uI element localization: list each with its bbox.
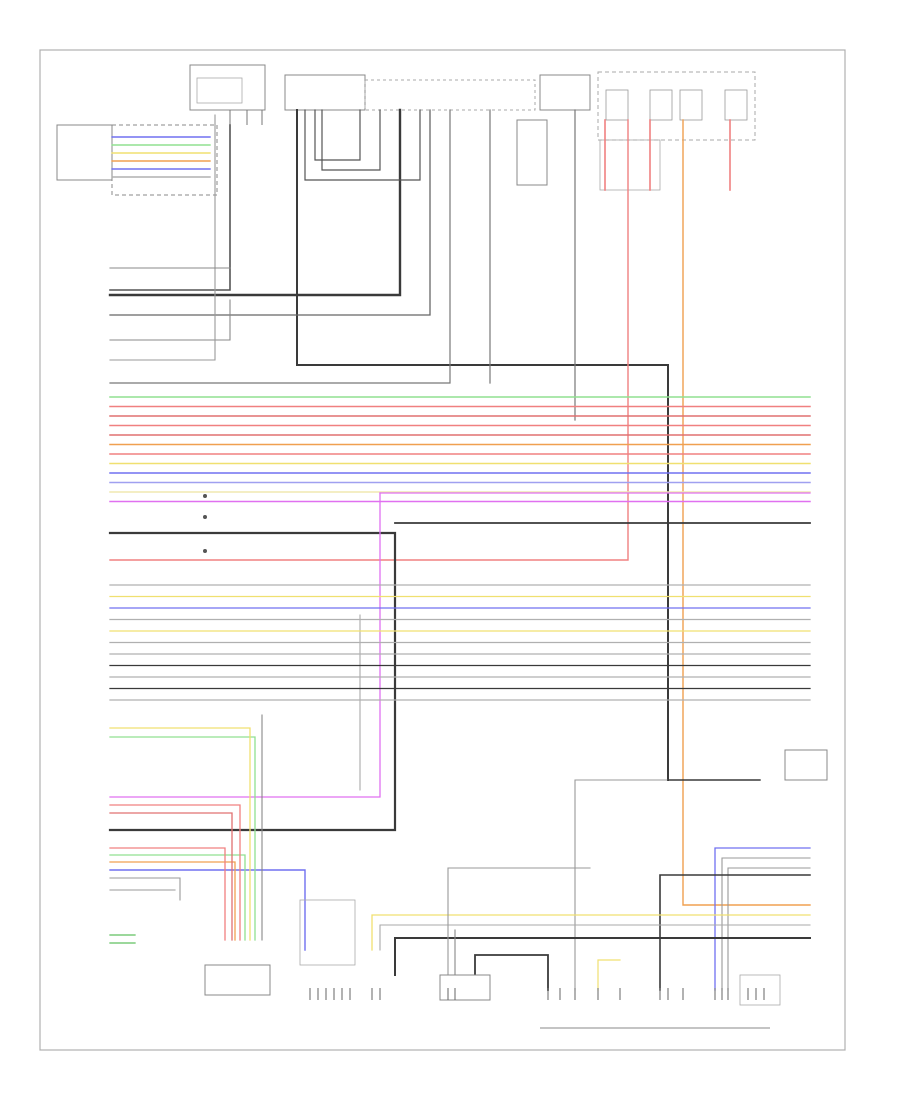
bundle-yellow (109, 727, 251, 941)
bus-drop-black (108, 531, 397, 832)
right-lower-switch (784, 749, 828, 781)
bundle-gray (109, 877, 181, 901)
black-feed-5 (321, 109, 381, 171)
top-relay-tail (516, 119, 548, 186)
bundle-orange (109, 861, 236, 941)
top-right-relay-frame (597, 71, 756, 141)
left-control-module (56, 124, 218, 196)
mid-wire-black (474, 954, 549, 991)
lower-horizontal-bus (109, 584, 811, 701)
relay-contact-3 (679, 89, 703, 121)
right-wire-gray-low (379, 924, 811, 951)
splice-dot-2 (203, 515, 207, 519)
top-right-relay-group (597, 71, 756, 191)
right-wire-black-low (659, 874, 811, 991)
black-feed-3 (296, 109, 669, 781)
bottom-right-group (540, 974, 781, 1029)
black-feed-8 (109, 299, 231, 341)
top-junction-box (284, 74, 536, 111)
black-feed-6 (304, 109, 421, 181)
right-lower-switch-box (784, 749, 828, 781)
left-control-module-box (56, 124, 113, 181)
black-feed-7 (109, 109, 431, 316)
right-wire-black-bottom (394, 937, 811, 976)
right-wire-gray-3 (574, 779, 761, 991)
black-feed-11 (109, 114, 216, 361)
black-feed-9 (109, 109, 451, 384)
main-horizontal-bus (109, 396, 811, 503)
splice-notes (203, 494, 207, 553)
bundle-red-low (109, 812, 233, 941)
top-fuse-box-outline (189, 64, 266, 111)
relay-contact-1 (605, 89, 629, 121)
right-wire-yellow-low (371, 914, 811, 951)
mid-wire-yellow (597, 959, 621, 991)
relay-pair-bracket (599, 139, 661, 191)
bundle-green (109, 854, 246, 941)
top-fuse-box-inner (196, 77, 243, 104)
top-relay (516, 74, 591, 186)
black-feed-4 (314, 109, 361, 161)
bus-drop-violet (109, 492, 381, 798)
right-wire-gray-2 (727, 867, 811, 991)
bottom-right-connector-box (739, 974, 781, 1006)
bundle-green-2 (109, 736, 256, 941)
bottom-left-module-box (204, 964, 271, 996)
splice-dot-1 (203, 494, 207, 498)
relay-contact-2 (649, 89, 673, 121)
wire-layer (108, 108, 811, 991)
diagram-border (39, 49, 846, 1051)
right-wire-blue (714, 847, 811, 991)
relay-contact-4 (724, 89, 748, 121)
splice-dot-3 (203, 549, 207, 553)
bundle-pink-low (109, 804, 241, 941)
top-relay-box (539, 74, 591, 111)
black-feed-2 (109, 124, 231, 291)
left-connector-bus (111, 136, 211, 178)
relay-drop-orange (682, 119, 811, 906)
bundle-red (109, 847, 226, 941)
top-junction-box-outline (284, 74, 366, 111)
right-wire-gray-1 (721, 857, 811, 991)
top-connector-strip (364, 79, 536, 111)
relay-drop-pink (109, 119, 629, 561)
left-control-connector (111, 124, 218, 196)
bottom-left-module (204, 899, 356, 996)
black-feed-1 (108, 108, 402, 297)
bottom-pin-ticks (309, 988, 765, 1000)
bottom-left-connector (299, 899, 356, 966)
mid-wire-gray (447, 867, 591, 991)
top-fuse-box (189, 64, 266, 125)
bundle-blue (109, 869, 306, 951)
